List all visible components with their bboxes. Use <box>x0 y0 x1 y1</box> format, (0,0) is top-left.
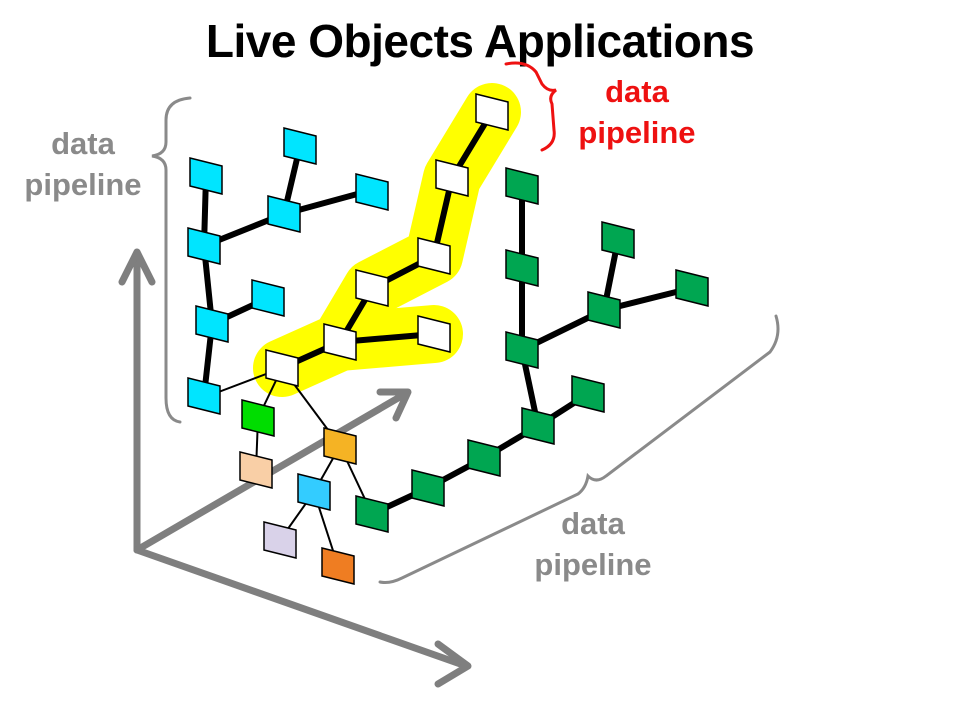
pipeline-node <box>239 451 273 489</box>
pipeline-node <box>417 315 451 353</box>
highlighted-pipeline-label: data pipeline <box>578 74 696 150</box>
pipeline-node <box>505 331 539 369</box>
highlighted-pipeline-nodes <box>265 93 509 387</box>
pipeline-node <box>241 399 275 437</box>
pipeline-node <box>505 167 539 205</box>
pipeline-node <box>521 407 555 445</box>
pipeline-node <box>675 269 709 307</box>
pipeline-node <box>189 157 223 195</box>
pipeline-node <box>355 269 389 307</box>
pipeline-node <box>297 473 331 511</box>
pipeline-node <box>475 93 509 131</box>
axes <box>118 248 472 688</box>
pipeline-node <box>601 221 635 259</box>
green-pipeline-nodes <box>355 167 709 533</box>
pipeline-node <box>321 547 355 585</box>
pipeline-node <box>195 305 229 343</box>
vertical-axis-arrowhead <box>118 248 156 286</box>
horizontal-axis <box>133 546 470 670</box>
pipeline-node <box>571 375 605 413</box>
pipeline-node <box>355 495 389 533</box>
bottom-pipeline-label: data pipeline <box>534 506 652 582</box>
pipeline-node <box>251 279 285 317</box>
horizontal-axis-arrowhead <box>434 640 472 688</box>
pipeline-node <box>435 159 469 197</box>
pipeline-node <box>187 227 221 265</box>
pipeline-node <box>355 173 389 211</box>
depth-axis-arrowhead <box>376 388 412 422</box>
tree-nodes <box>239 399 357 585</box>
pipeline-node <box>283 127 317 165</box>
pipeline-node <box>323 427 357 465</box>
slide-title: Live Objects Applications <box>205 15 755 67</box>
braces <box>151 61 780 584</box>
pipeline-node <box>467 439 501 477</box>
pipeline-node <box>417 237 451 275</box>
pipeline-node <box>263 521 297 559</box>
cyan-pipeline-nodes <box>187 127 389 415</box>
pipeline-node <box>265 349 299 387</box>
left-pipeline-label: data pipeline <box>24 126 142 202</box>
pipeline-node <box>587 291 621 329</box>
left-brace <box>151 96 192 424</box>
red-brace <box>504 61 557 152</box>
pipeline-node <box>505 249 539 287</box>
pipeline-node <box>323 323 357 361</box>
pipeline-node <box>187 377 221 415</box>
pipeline-node <box>267 195 301 233</box>
bottom-brace <box>378 314 780 584</box>
pipeline-node <box>411 469 445 507</box>
